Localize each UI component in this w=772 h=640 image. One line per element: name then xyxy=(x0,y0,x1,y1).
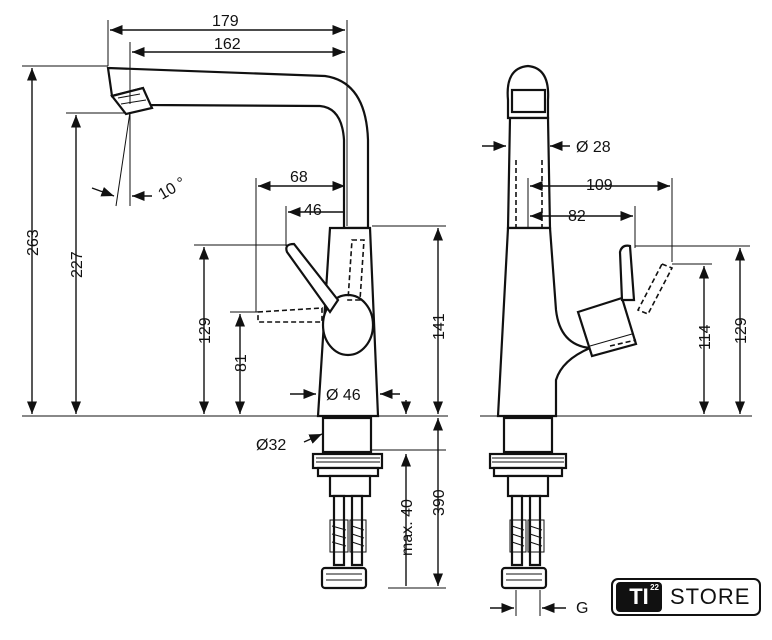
side-handle xyxy=(576,296,638,358)
dim-82: 82 xyxy=(568,208,586,225)
side-body xyxy=(496,226,595,418)
front-spout xyxy=(106,66,370,230)
side-view xyxy=(488,64,674,590)
dim-46: 46 xyxy=(304,202,322,219)
dim-390: 390 xyxy=(431,489,448,516)
side-base-neck xyxy=(502,416,554,454)
front-view xyxy=(106,66,384,590)
dim-263: 263 xyxy=(25,229,42,256)
dim-10-degrees: 10 ° xyxy=(156,174,189,203)
dimension-arrows xyxy=(26,24,746,614)
store-logo: TI 22 STORE xyxy=(611,578,761,616)
dimension-labels: 179 162 263 227 10 ° 68 46 129 81 141 Ø … xyxy=(25,13,750,617)
front-aerator xyxy=(110,86,154,116)
dim-129-right: 129 xyxy=(733,317,750,344)
dim-dia-28: Ø 28 xyxy=(576,139,611,156)
dim-g-thread: G xyxy=(576,600,588,617)
dim-227: 227 xyxy=(69,251,86,278)
front-base-neck xyxy=(321,416,373,454)
dim-129-left: 129 xyxy=(197,317,214,344)
dim-68: 68 xyxy=(290,169,308,186)
dim-162: 162 xyxy=(214,36,241,53)
dim-81: 81 xyxy=(233,354,250,372)
logo-superscript: 22 xyxy=(650,583,659,592)
dim-max-40: max. 40 xyxy=(399,499,416,556)
dim-dia-32: Ø32 xyxy=(256,437,286,454)
dim-dia-46: Ø 46 xyxy=(326,387,361,404)
dim-179: 179 xyxy=(212,13,239,30)
dim-109: 109 xyxy=(586,177,613,194)
logo-mark: TI 22 xyxy=(616,582,662,612)
logo-mark-text: TI xyxy=(629,584,649,609)
logo-word: STORE xyxy=(670,584,751,609)
extension-lines xyxy=(22,20,752,616)
dim-141: 141 xyxy=(431,313,448,340)
dim-114: 114 xyxy=(697,324,714,350)
